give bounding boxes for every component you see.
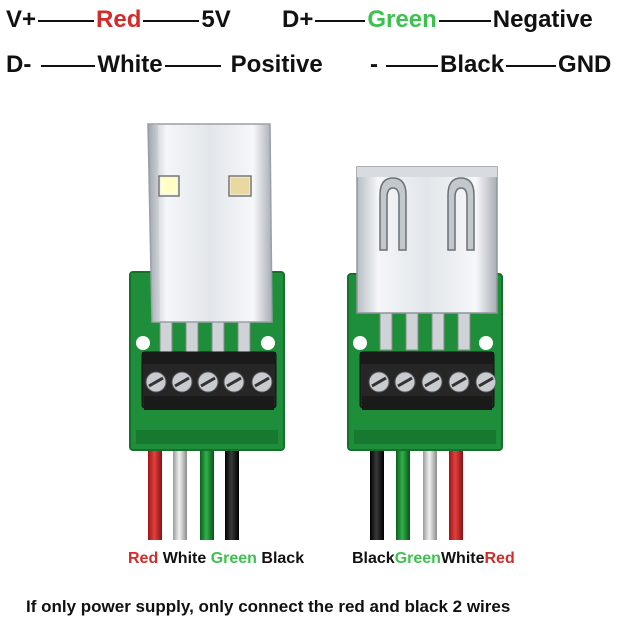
wire-label-green: Green (210, 550, 257, 567)
legend-connector-line (41, 64, 96, 67)
usb-male-connector (129, 123, 285, 540)
solder-pin (405, 311, 419, 351)
legend-pin-minus: - (370, 51, 378, 78)
legend-connector-line (506, 64, 557, 67)
male-wire-labels: Red White Green Black (128, 550, 304, 568)
wire-label-white: White (162, 550, 207, 567)
legend-color-white: White (97, 51, 163, 78)
legend-row-1-right: D+ Green Negative (282, 6, 593, 34)
terminal-screws (368, 371, 497, 393)
wire-label-red: Red (484, 550, 515, 567)
wire-label-white: White (440, 550, 485, 567)
legend-row-1-left: V+ Red 5V (6, 6, 231, 34)
legend-connector-line (438, 19, 491, 22)
solder-pin (379, 311, 393, 351)
pcb-mount-hole (136, 336, 150, 350)
socket-spring-tab (447, 177, 475, 251)
terminal-top (360, 352, 494, 364)
legend-meaning-negative: Negative (492, 6, 593, 33)
latch-hole-glare (161, 178, 177, 194)
shell-shading (148, 124, 160, 322)
legend-connector-line (38, 19, 95, 22)
legend-pin-dplus: D+ (282, 6, 314, 33)
usb-female-connector (347, 166, 503, 540)
terminal-top (142, 352, 276, 364)
legend-row-2-right: - Black GND (370, 51, 611, 79)
legend-meaning-5v: 5V (201, 6, 231, 33)
male-plug-shell (147, 123, 273, 323)
terminal-base (362, 396, 492, 410)
pcb-mount-hole (479, 336, 493, 350)
solder-pin (185, 321, 199, 353)
legend-pin-vplus: V+ (6, 6, 37, 33)
pcb-mount-hole (353, 336, 367, 350)
solder-pin (211, 321, 225, 353)
legend-pin-dminus: D- (6, 51, 32, 78)
terminal-base (144, 396, 274, 410)
legend-connector-line (315, 19, 366, 22)
pcb-mount-hole (261, 336, 275, 350)
wire-label-black: Black (261, 550, 305, 567)
legend-meaning-positive: Positive (230, 51, 323, 78)
female-wire-labels: BlackGreenWhiteRed (352, 550, 515, 568)
legend-connector-line (143, 19, 200, 22)
pcb-edge (136, 430, 278, 444)
solder-pin (237, 321, 251, 353)
legend-connector-line (386, 64, 438, 67)
power-supply-note: If only power supply, only connect the r… (26, 597, 511, 616)
legend-meaning-gnd: GND (558, 51, 612, 78)
legend-color-red: Red (96, 6, 142, 33)
shell-top-edge (357, 167, 497, 177)
legend-row-2-left: D- White Positive (6, 51, 323, 79)
latch-hole-glare (231, 178, 249, 194)
terminal-screws (145, 371, 273, 393)
legend-connector-line (164, 64, 221, 67)
legend-color-green: Green (367, 6, 437, 33)
solder-pin (431, 311, 445, 351)
solder-pin (457, 311, 471, 351)
legend-color-black: Black (440, 51, 505, 78)
female-socket-shell (356, 166, 498, 314)
socket-spring-tab (379, 177, 407, 251)
pcb-edge (354, 430, 496, 444)
wire-label-red: Red (128, 550, 159, 567)
solder-pin (159, 321, 173, 353)
wire-label-green: Green (394, 550, 441, 567)
wire-label-black: Black (352, 550, 395, 567)
